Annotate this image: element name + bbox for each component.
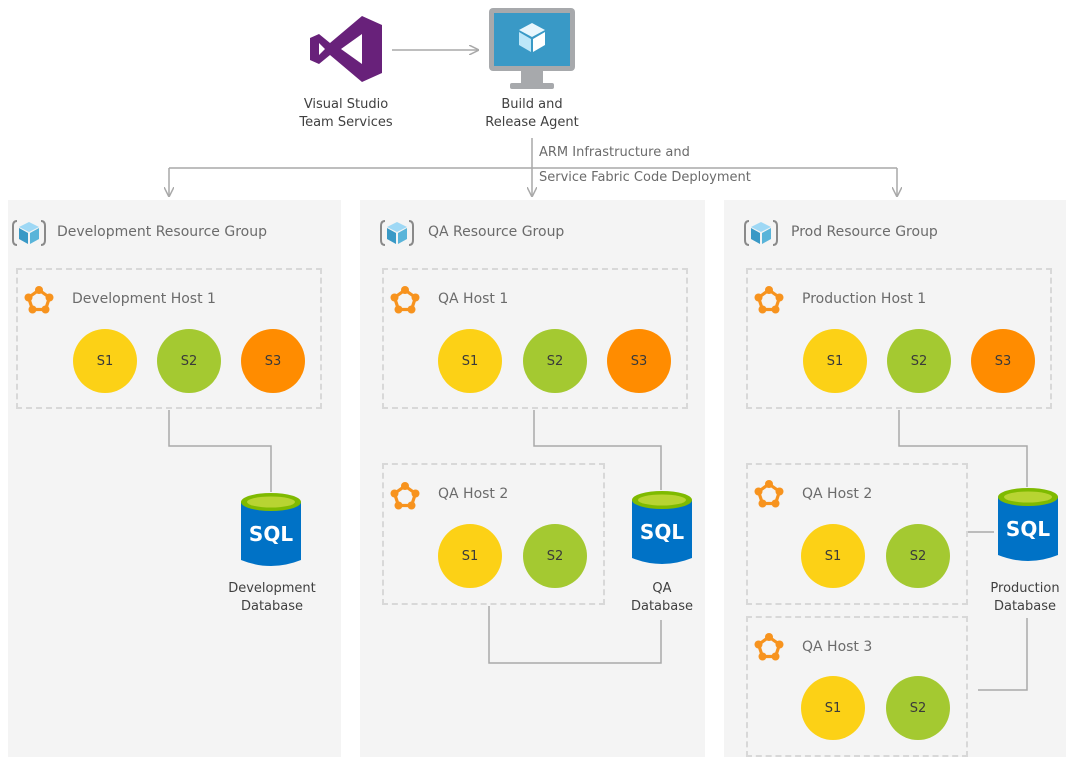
service-fabric-icon	[754, 633, 784, 663]
service-s3: S3	[971, 329, 1035, 393]
service-s2: S2	[887, 329, 951, 393]
service-fabric-icon	[390, 286, 420, 316]
agent-label: Build and Release Agent	[485, 97, 579, 130]
service-fabric-icon	[390, 482, 420, 512]
deploy-label-line2: Service Fabric Code Deployment	[539, 170, 751, 185]
resource-group-icon	[12, 218, 46, 248]
prod-host3-to-db	[978, 618, 1028, 691]
development-resource-group-panel	[8, 200, 341, 757]
dev-host1-to-db	[168, 410, 272, 492]
service-s1: S1	[801, 676, 865, 740]
host-box	[382, 463, 605, 605]
prod-resource-group-panel	[724, 200, 1066, 757]
host-title: QA Host 3	[802, 639, 873, 655]
qa-host2-to-db	[488, 606, 662, 664]
service-fabric-icon	[24, 286, 54, 316]
qa-host1-to-db	[533, 410, 662, 490]
database-label: Development Database	[228, 581, 316, 614]
service-s1: S1	[73, 329, 137, 393]
service-s2: S2	[523, 329, 587, 393]
service-s1: S1	[803, 329, 867, 393]
prod-host1-to-db	[898, 410, 1028, 487]
sql-icon-text: SQL	[1005, 517, 1051, 541]
host-box	[382, 268, 688, 409]
visual-studio-icon	[310, 16, 382, 82]
sql-icon-text: SQL	[248, 522, 294, 546]
group-title: Development Resource Group	[57, 224, 267, 240]
host-box	[746, 268, 1052, 409]
service-s1: S1	[801, 524, 865, 588]
service-s2: S2	[886, 524, 950, 588]
group-title: QA Resource Group	[428, 224, 565, 240]
host-box	[746, 463, 968, 605]
service-s2: S2	[523, 524, 587, 588]
database-label: Production Database	[990, 581, 1060, 614]
database-label: QA Database	[630, 581, 694, 614]
host-title: QA Host 2	[802, 486, 873, 502]
deploy-label-line1: ARM Infrastructure and	[539, 145, 690, 160]
service-s3: S3	[241, 329, 305, 393]
vsts-label: Visual Studio Team Services	[299, 97, 393, 130]
monitor-icon	[489, 8, 575, 89]
service-s1: S1	[438, 524, 502, 588]
host-title: QA Host 2	[438, 486, 509, 502]
host-title: QA Host 1	[438, 291, 509, 307]
host-box	[16, 268, 322, 409]
group-title: Prod Resource Group	[791, 224, 938, 240]
service-s1: S1	[438, 329, 502, 393]
service-s3: S3	[607, 329, 671, 393]
qa-resource-group-panel	[360, 200, 705, 757]
sql-icon-text: SQL	[639, 520, 685, 544]
host-title: Development Host 1	[72, 291, 216, 307]
host-box	[746, 616, 968, 757]
service-fabric-icon	[754, 480, 784, 510]
host-title: Production Host 1	[802, 291, 927, 307]
resource-group-icon	[380, 218, 414, 248]
service-s2: S2	[157, 329, 221, 393]
resource-group-icon	[744, 218, 778, 248]
service-s2: S2	[886, 676, 950, 740]
service-fabric-icon	[754, 286, 784, 316]
